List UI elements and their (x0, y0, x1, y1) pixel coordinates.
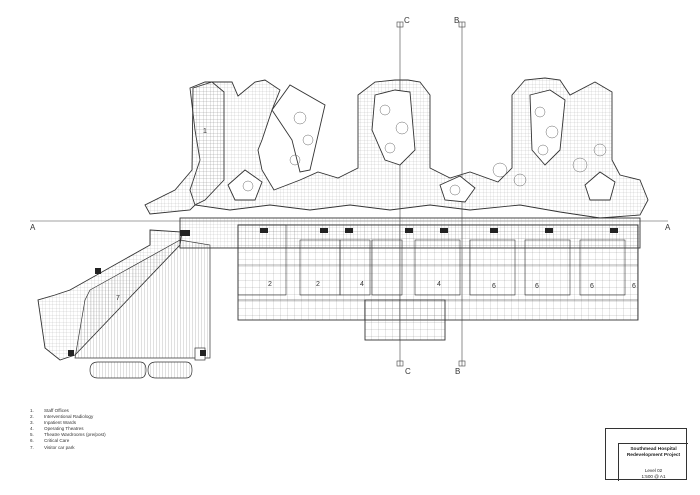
main-clinical-block (179, 217, 641, 341)
staff-office-wing (144, 81, 225, 215)
zone-label: 4 (437, 281, 441, 288)
section-label-b-bottom: B (455, 367, 461, 376)
section-label-b-top: B (454, 16, 460, 25)
ward-wings (189, 77, 649, 219)
zone-label: 6 (492, 283, 496, 290)
zone-label: 1 (203, 128, 207, 135)
zone-label: 7 (116, 295, 120, 302)
zone-label: 6 (632, 283, 636, 290)
zone-label: 6 (535, 283, 539, 290)
legend: 1.Staff Offices 2.Interventional Radiolo… (30, 408, 106, 451)
legend-item: 5.Theatre Wardrooms (pre/post) (30, 432, 106, 438)
section-label-a-right: A (665, 223, 671, 232)
legend-item: 6.Critical Care (30, 438, 70, 444)
drawing-info: Level 02 1:500 @ A1 (619, 468, 688, 480)
legend-item: 3.Inpatient Wards (30, 420, 77, 426)
zone-label: 6 (590, 283, 594, 290)
section-b-bottom-marker (458, 360, 466, 367)
title-block: Southmead Hospital Redevelopment Project… (605, 428, 688, 481)
legend-item: 2.Interventional Radiology (30, 414, 94, 420)
section-c-top-marker (396, 21, 404, 28)
scale-label: 1:500 @ A1 (641, 474, 666, 479)
section-label-c-bottom: C (405, 367, 411, 376)
section-label-c-top: C (404, 16, 410, 25)
zone-label: 2 (316, 281, 320, 288)
title-block-panel: Southmead Hospital Redevelopment Project… (618, 443, 688, 481)
service-cores (68, 228, 618, 356)
legend-item: 7.Visitor car park (30, 444, 75, 450)
section-label-a-left: A (30, 223, 36, 232)
section-b-top-marker (458, 21, 466, 28)
visitor-car-park (74, 239, 211, 379)
legend-item: 1.Staff Offices (30, 408, 69, 413)
zone-label: 4 (360, 281, 364, 288)
legend-item: 4.Operating Theatres (30, 426, 84, 432)
project-title: Southmead Hospital Redevelopment Project (626, 447, 681, 458)
section-c-bottom-marker (396, 360, 404, 367)
courtyard-landscaping (242, 104, 607, 196)
zone-label: 2 (268, 281, 272, 288)
level-label: Level 02 (644, 468, 663, 473)
